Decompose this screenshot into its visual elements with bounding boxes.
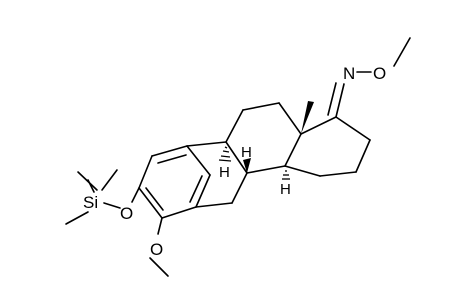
atom-label-o-oxime: O (373, 64, 386, 83)
atom-label-o-methoxy: O (150, 240, 163, 259)
atom-label-h-c14: H (280, 181, 291, 198)
bond (131, 187, 140, 203)
bond (278, 102, 302, 135)
bond (284, 165, 321, 177)
bond (161, 206, 197, 219)
bond (157, 217, 163, 235)
atom-label-o-silyl: O (120, 204, 133, 223)
bond (246, 165, 286, 174)
hashed-bond-h-c9 (218, 146, 232, 162)
bond (103, 202, 121, 209)
bond (186, 145, 211, 176)
atom-label-h-c8: H (241, 144, 252, 161)
atom-label-si: Si (83, 193, 98, 212)
bond (319, 171, 357, 177)
bond (101, 169, 118, 191)
bond (335, 83, 345, 118)
bond (149, 257, 169, 277)
bond (242, 102, 280, 111)
bond (157, 154, 187, 164)
hashed-bond-h-c14 (282, 170, 290, 180)
bond (355, 139, 371, 173)
bond (186, 141, 227, 147)
atom-label-h-c9: H (219, 164, 230, 181)
bond (77, 171, 98, 191)
bond (231, 172, 248, 204)
wedge-bond-h-c8 (243, 158, 251, 173)
bond (151, 145, 188, 157)
bond (189, 175, 203, 203)
bond (65, 211, 89, 225)
atom-label-n-oxime: N (343, 64, 355, 83)
bond (225, 141, 248, 174)
bond (327, 82, 337, 116)
bond (145, 187, 164, 211)
methyl-wedge-bond (301, 101, 314, 134)
bond (138, 187, 163, 219)
bond (138, 155, 153, 189)
bond (225, 109, 244, 143)
bond (393, 37, 411, 67)
bond (300, 116, 337, 135)
bond (195, 174, 211, 208)
bond (87, 179, 95, 193)
bond (195, 202, 233, 208)
bond (335, 116, 371, 141)
bond (284, 133, 302, 167)
